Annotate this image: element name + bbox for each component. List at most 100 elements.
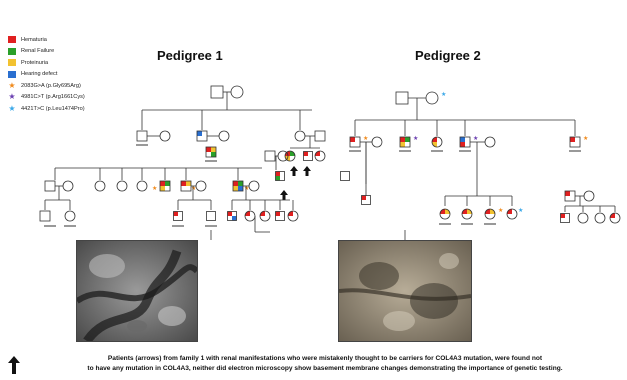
phenotype-fill [350, 137, 355, 142]
mutation-star-icon: ★ [583, 135, 588, 142]
female-symbol [284, 150, 296, 162]
legend-item: ★2083G>A (p.Gly695Arg) [8, 80, 158, 92]
phenotype-fill [565, 191, 570, 196]
electron-micrograph-2 [338, 240, 472, 342]
legend-swatch [8, 59, 16, 67]
caption-line-1: Patients (arrows) from family 1 with ren… [107, 355, 543, 362]
female-symbol [371, 136, 383, 148]
phenotype-fill [288, 211, 293, 216]
female-symbol [287, 210, 299, 222]
phenotype-fill [303, 151, 308, 156]
legend-item: Renal Failure [8, 46, 158, 58]
individual-id [439, 223, 451, 225]
phenotype-fill [181, 181, 186, 186]
phenotype-fill [485, 209, 495, 214]
phenotype-fill [432, 137, 437, 147]
female-symbol [439, 208, 451, 220]
mutation-star-icon: ★ [473, 135, 478, 142]
arrow-icon [303, 166, 311, 176]
phenotype-fill [233, 186, 238, 191]
legend-label: Hematuria [21, 36, 47, 43]
phenotype-fill [260, 211, 265, 216]
individual-id [484, 223, 496, 225]
individual-id [172, 225, 184, 227]
phenotype-fill [507, 209, 512, 214]
female-symbol [136, 180, 148, 192]
phenotype-fill [206, 147, 211, 152]
mutation-star-icon: ★ [518, 207, 523, 214]
caption: Patients (arrows) from family 1 with ren… [30, 354, 620, 373]
male-symbol [275, 171, 285, 181]
female-symbol [64, 210, 76, 222]
individual-id [205, 160, 217, 162]
phenotype-fill [233, 181, 238, 186]
phenotype-fill [275, 171, 280, 176]
phenotype-fill [460, 142, 465, 147]
phenotype-fill [460, 137, 465, 142]
mutation-star-icon: ★ [152, 185, 157, 192]
individual-id [431, 150, 443, 152]
female-symbol [594, 212, 606, 224]
male-symbol [136, 130, 148, 142]
phenotype-fill [610, 213, 615, 218]
arrow-icon [280, 190, 288, 200]
male-symbol [264, 150, 276, 162]
legend-item: ★4981C>T (p.Arg1661Cys) [8, 92, 158, 104]
legend-swatch [8, 70, 16, 78]
female-symbol [248, 180, 260, 192]
female-symbol [506, 208, 518, 220]
phenotype-fill [245, 211, 250, 216]
phenotype-fill [232, 216, 237, 221]
phenotype-fill [211, 152, 216, 157]
caption-line-2: to have any mutation in COL4A3, neither … [87, 364, 563, 372]
individual-id [459, 150, 471, 152]
male-symbol [303, 151, 313, 161]
male-symbol [275, 211, 285, 221]
individual-id [205, 225, 217, 227]
phenotype-fill [400, 137, 405, 142]
phenotype-fill [211, 147, 216, 152]
female-symbol [116, 180, 128, 192]
legend-swatch [8, 47, 16, 55]
male-symbol [39, 210, 51, 222]
female-symbol [294, 130, 306, 142]
female-symbol [62, 180, 74, 192]
phenotype-fill [165, 181, 170, 186]
female-symbol [461, 208, 473, 220]
legend-item: Proteinuria [8, 57, 158, 69]
male-symbol [399, 136, 411, 148]
female-symbol [314, 150, 326, 162]
male-symbol [210, 85, 224, 99]
legend-label: 4981C>T (p.Arg1661Cys) [21, 94, 85, 101]
female-symbol [484, 136, 496, 148]
star-icon: ★ [8, 103, 16, 113]
micrograph-2-image [339, 241, 471, 341]
male-symbol [569, 136, 581, 148]
phenotype-fill [160, 181, 165, 186]
legend-label: Hearing defect [21, 71, 58, 78]
female-symbol [218, 130, 230, 142]
phenotype-fill [160, 186, 165, 191]
legend-label: 2083G>A (p.Gly695Arg) [21, 82, 81, 89]
male-symbol [173, 211, 183, 221]
male-symbol [227, 211, 237, 221]
female-symbol [259, 210, 271, 222]
phenotype-fill [275, 211, 280, 216]
male-symbol [44, 180, 56, 192]
male-symbol [314, 130, 326, 142]
female-symbol [431, 136, 443, 148]
phenotype-fill [197, 131, 202, 136]
individual-id [64, 225, 76, 227]
individual-id [349, 150, 361, 152]
phenotype-fill [462, 209, 472, 214]
female-symbol [484, 208, 496, 220]
electron-micrograph-1 [76, 240, 198, 342]
legend-label: Renal Failure [21, 48, 55, 55]
phenotype-fill [315, 151, 320, 156]
phenotype-fill [227, 211, 232, 216]
phenotype-fill [275, 176, 280, 181]
legend-item: Hematuria [8, 34, 158, 46]
mutation-star-icon: ★ [191, 185, 196, 192]
mutation-star-icon: ★ [363, 135, 368, 142]
